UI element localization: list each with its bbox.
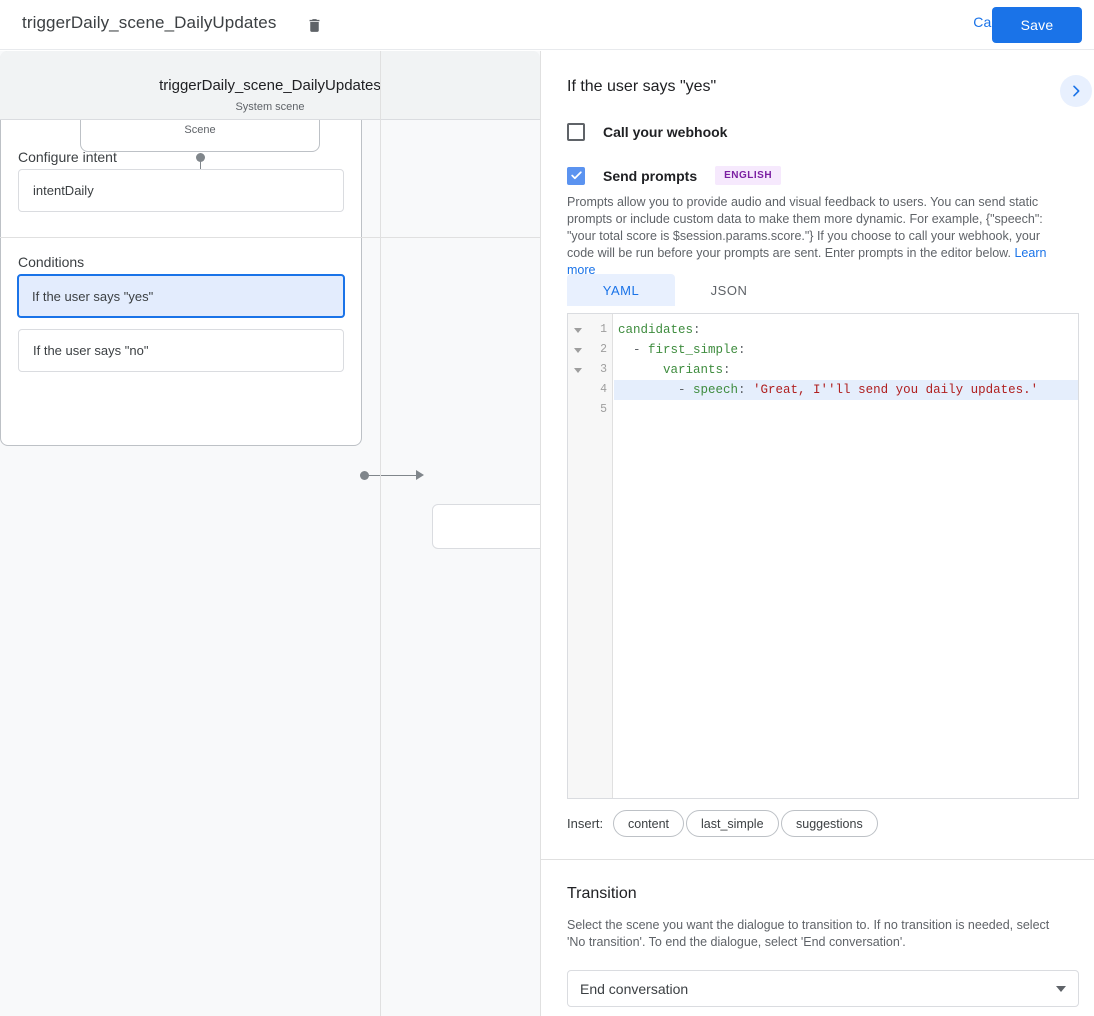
editor-gutter: 1 2 3 4 5 (568, 314, 613, 798)
editor-line-number: 4 (568, 380, 613, 400)
editor-code-line[interactable]: variants: (614, 360, 1078, 380)
editor-code-line[interactable]: - first_simple: (614, 340, 1078, 360)
send-prompts-label: Send prompts (603, 167, 698, 184)
intent-field[interactable]: intentDaily (18, 169, 344, 212)
line-number-value: 3 (600, 363, 607, 376)
code-token: speech (693, 383, 739, 397)
send-prompts-checkbox[interactable] (567, 166, 585, 185)
code-token: - (618, 383, 694, 397)
webhook-checkbox-row[interactable]: Call your webhook (567, 123, 727, 141)
code-token: variants (663, 363, 724, 377)
editor-fold-arrow-icon[interactable] (574, 328, 582, 333)
transition-select[interactable]: End conversation (567, 970, 1079, 1007)
editor-code-line[interactable]: - speech: 'Great, I''ll send you daily u… (614, 380, 1078, 400)
connector-arrow-right (416, 470, 424, 480)
line-number-value: 1 (600, 323, 607, 336)
send-prompts-checkbox-row[interactable]: Send prompts ENGLISH (567, 166, 782, 185)
editor-line-number: 1 (568, 320, 613, 340)
prompt-code-editor[interactable]: 1 2 3 4 5 candidates: - first_simple: varian… (567, 313, 1079, 799)
chevron-down-icon (1056, 985, 1066, 992)
top-bar: triggerDaily_scene_DailyUpdates Cancel S… (0, 0, 1094, 50)
canvas-vertical-guide (380, 51, 381, 1016)
transition-from-subtitle: Scene (184, 124, 216, 136)
transition-select-value: End conversation (580, 980, 689, 997)
language-badge: ENGLISH (715, 166, 782, 185)
code-token: 'Great, I''ll send you daily updates.' (753, 383, 1039, 397)
insert-label: Insert: (567, 816, 604, 831)
line-number-value: 5 (600, 403, 607, 416)
editor-code-line[interactable] (614, 400, 1078, 420)
editor-fold-arrow-icon[interactable] (574, 368, 582, 373)
line-number-value: 4 (600, 383, 607, 396)
tab-yaml[interactable]: YAML (567, 274, 675, 306)
conditions-label: Conditions (18, 254, 85, 270)
tab-json[interactable]: JSON (710, 282, 748, 298)
insert-chip-suggestions[interactable]: suggestions (781, 810, 878, 837)
section-divider (0, 237, 540, 238)
editor-line-number: 2 (568, 340, 613, 360)
editor-fold-arrow-icon[interactable] (574, 348, 582, 353)
transition-to-title: triggerDaily_scene_DailyUpdates (159, 77, 381, 94)
code-token: : (738, 343, 746, 357)
next-scene-node[interactable] (432, 504, 540, 549)
flow-canvas[interactable]: Transition from triggerDaily_scene Scene… (0, 51, 540, 1016)
editor-code-area[interactable]: candidates: - first_simple: variants: - … (614, 314, 1078, 798)
transition-section-title: Transition (567, 885, 637, 902)
transition-section-description: Select the scene you want the dialogue t… (567, 918, 1050, 949)
learn-more-link[interactable]: Learn more (567, 246, 1047, 277)
transition-to-header: triggerDaily_scene_DailyUpdates System s… (0, 51, 540, 120)
code-token: candidates (618, 323, 694, 337)
condition-item-no[interactable]: If the user says "no" (18, 329, 344, 372)
editor-line-number: 5 (568, 400, 613, 420)
transition-to-node[interactable]: Transition to triggerDaily_scene_DailyUp… (0, 51, 540, 446)
condition-details-panel: If the user says "yes" Call your webhook… (540, 51, 1094, 1016)
send-prompts-description: Prompts allow you to provide audio and v… (567, 194, 1067, 279)
condition-item-yes[interactable]: If the user says "yes" (17, 274, 345, 318)
save-button[interactable]: Save (992, 7, 1082, 43)
editor-line-number: 3 (568, 360, 613, 380)
code-token: : (738, 383, 754, 397)
panel-title: If the user says "yes" (567, 78, 717, 95)
page-title: triggerDaily_scene_DailyUpdates (22, 13, 277, 32)
line-number-value: 2 (600, 343, 607, 356)
section-divider-transition (541, 859, 1094, 860)
connector-dot-from (196, 153, 205, 162)
code-token (618, 363, 663, 377)
webhook-label: Call your webhook (603, 124, 728, 140)
editor-code-line[interactable]: candidates: (614, 320, 1078, 340)
send-prompts-description-text: Prompts allow you to provide audio and v… (567, 195, 1043, 260)
code-token: - (618, 343, 649, 357)
connector-line-horizontal (365, 475, 421, 476)
chevron-right-icon[interactable] (1060, 75, 1092, 107)
insert-chip-last-simple[interactable]: last_simple (686, 810, 779, 837)
insert-chip-content[interactable]: content (613, 810, 685, 837)
transition-to-subtitle: System scene (235, 101, 305, 113)
code-token: first_simple (648, 343, 739, 357)
webhook-checkbox[interactable] (567, 123, 585, 141)
configure-intent-label: Configure intent (18, 149, 117, 165)
code-token: : (723, 363, 731, 377)
format-tabs[interactable]: YAML JSON (567, 274, 783, 306)
delete-icon[interactable] (303, 14, 325, 36)
condition-output-dot (360, 471, 369, 480)
code-token: : (693, 323, 701, 337)
